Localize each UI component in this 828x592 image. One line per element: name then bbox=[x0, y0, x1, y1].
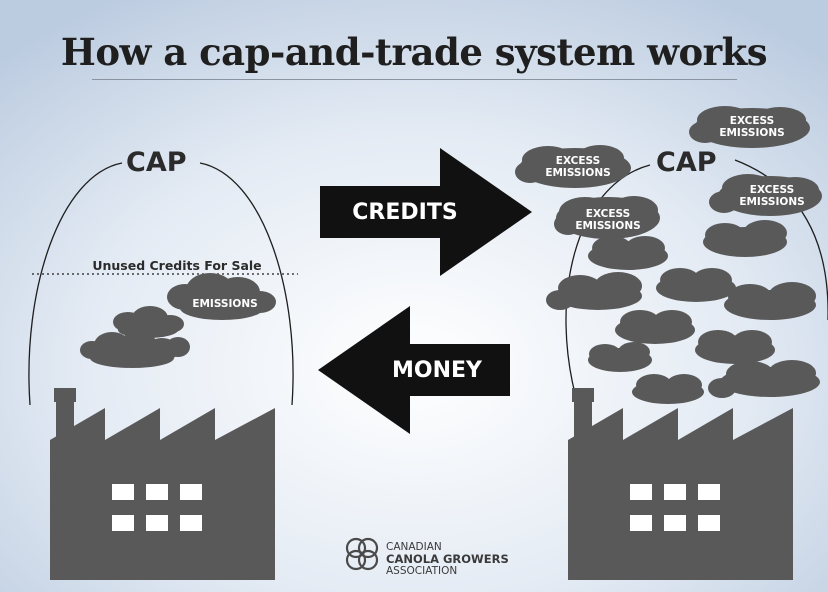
excess-emissions-cloud-2: EXCESS EMISSIONS bbox=[712, 115, 792, 139]
excess-emissions-line1: EXCESS bbox=[749, 184, 795, 196]
left-factory bbox=[50, 388, 275, 580]
excess-emissions-cloud-3: EXCESS EMISSIONS bbox=[568, 208, 648, 232]
money-arrow bbox=[318, 306, 510, 434]
left-cap-boundary bbox=[28, 162, 294, 406]
logo-text: CANADIAN CANOLA GROWERS ASSOCIATION bbox=[386, 541, 509, 577]
credits-label: CREDITS bbox=[352, 200, 458, 225]
money-label: MONEY bbox=[392, 358, 482, 383]
excess-emissions-line2: EMISSIONS bbox=[719, 127, 785, 139]
left-emission-clouds bbox=[80, 273, 276, 368]
excess-emissions-line2: EMISSIONS bbox=[739, 196, 805, 208]
canola-growers-logo-icon bbox=[345, 537, 379, 571]
title-divider bbox=[92, 79, 737, 80]
excess-emissions-line1: EXCESS bbox=[585, 208, 631, 220]
excess-emissions-line1: EXCESS bbox=[729, 115, 775, 127]
right-emission-clouds bbox=[515, 106, 822, 404]
excess-emissions-line2: EMISSIONS bbox=[545, 167, 611, 179]
credits-arrow bbox=[320, 148, 532, 276]
logo-line-1: CANADIAN bbox=[386, 541, 442, 553]
excess-emissions-cloud-4: EXCESS EMISSIONS bbox=[732, 184, 812, 208]
page-title: How a cap-and-trade system works bbox=[60, 30, 768, 74]
excess-emissions-line1: EXCESS bbox=[555, 155, 601, 167]
excess-emissions-cloud-1: EXCESS EMISSIONS bbox=[538, 155, 618, 179]
right-cap-label: CAP bbox=[656, 147, 717, 178]
logo-line-2: CANOLA GROWERS bbox=[386, 552, 509, 566]
right-factory bbox=[568, 388, 793, 580]
left-cap-label: CAP bbox=[126, 147, 187, 178]
left-emissions-label: EMISSIONS bbox=[192, 298, 258, 310]
logo-line-3: ASSOCIATION bbox=[386, 565, 458, 577]
unused-credits-label: Unused Credits For Sale bbox=[92, 258, 262, 273]
excess-emissions-line2: EMISSIONS bbox=[575, 220, 641, 232]
